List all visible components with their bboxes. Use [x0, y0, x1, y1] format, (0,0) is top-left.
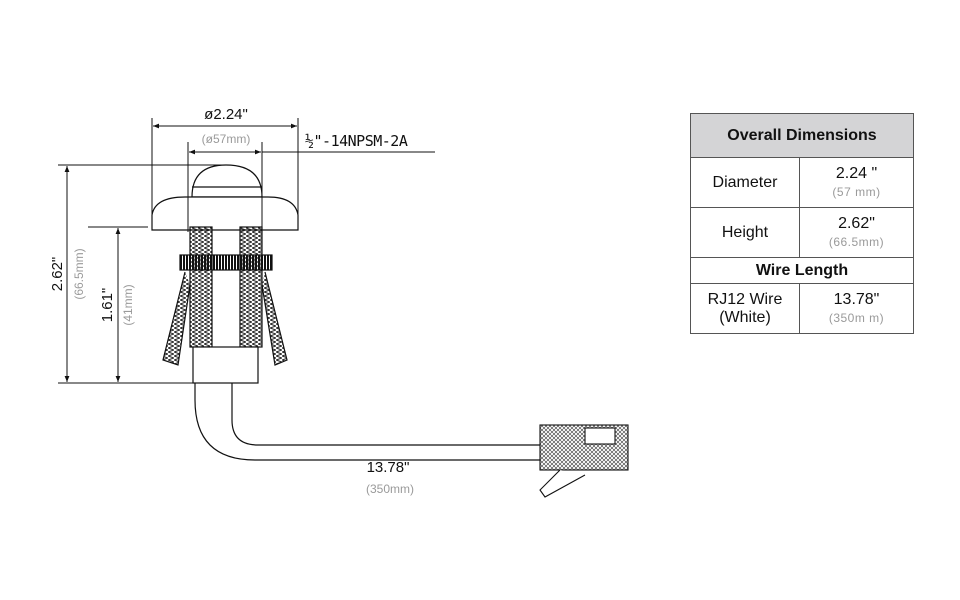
wire-length-mm-label: (350mm)	[366, 482, 414, 496]
thread-length-mm-label: (41mm)	[121, 284, 135, 325]
sensor-body	[151, 164, 299, 384]
dimension-lines	[58, 118, 435, 384]
table-title: Overall Dimensions	[690, 113, 914, 158]
row-label: RJ12 Wire(White)	[690, 283, 800, 334]
value-mm: (66.5mm)	[828, 234, 885, 249]
thread-length-inch-label: 1.61"	[99, 288, 116, 323]
value-inch: 2.62"	[838, 214, 875, 232]
diameter-mm-label: (ø57mm)	[202, 132, 251, 146]
thread-spec-label: ½"-14NPSM-2A	[305, 132, 408, 150]
table-row: Diameter 2.24 " (57 mm)	[690, 157, 914, 208]
row-value: 2.62" (66.5mm)	[799, 207, 914, 258]
value-mm: (350m m)	[828, 310, 885, 325]
value-mm: (57 mm)	[832, 184, 881, 199]
section-heading: Wire Length	[690, 257, 914, 284]
value-inch: 2.24 "	[835, 164, 878, 182]
wire-length-inch-label: 13.78"	[367, 459, 410, 476]
row-value: 2.24 " (57 mm)	[799, 157, 914, 208]
height-mm-label: (66.5mm)	[72, 248, 86, 299]
dimensions-table: Overall Dimensions Diameter 2.24 " (57 mm…	[690, 113, 914, 334]
table-row: Height 2.62" (66.5mm)	[690, 207, 914, 258]
table-row: RJ12 Wire(White) 13.78" (350m m)	[690, 283, 914, 334]
height-inch-label: 2.62"	[49, 257, 66, 292]
label-line1: RJ12 Wire	[707, 290, 783, 308]
row-label: Height	[690, 207, 800, 258]
label-line2: (White)	[719, 308, 771, 326]
row-label: Diameter	[690, 157, 800, 208]
diameter-inch-label: ø2.24"	[204, 106, 248, 123]
rj12-connector	[539, 424, 629, 498]
row-value: 13.78" (350m m)	[799, 283, 914, 334]
value-inch: 13.78"	[833, 290, 880, 308]
rj12-wire	[194, 383, 540, 461]
